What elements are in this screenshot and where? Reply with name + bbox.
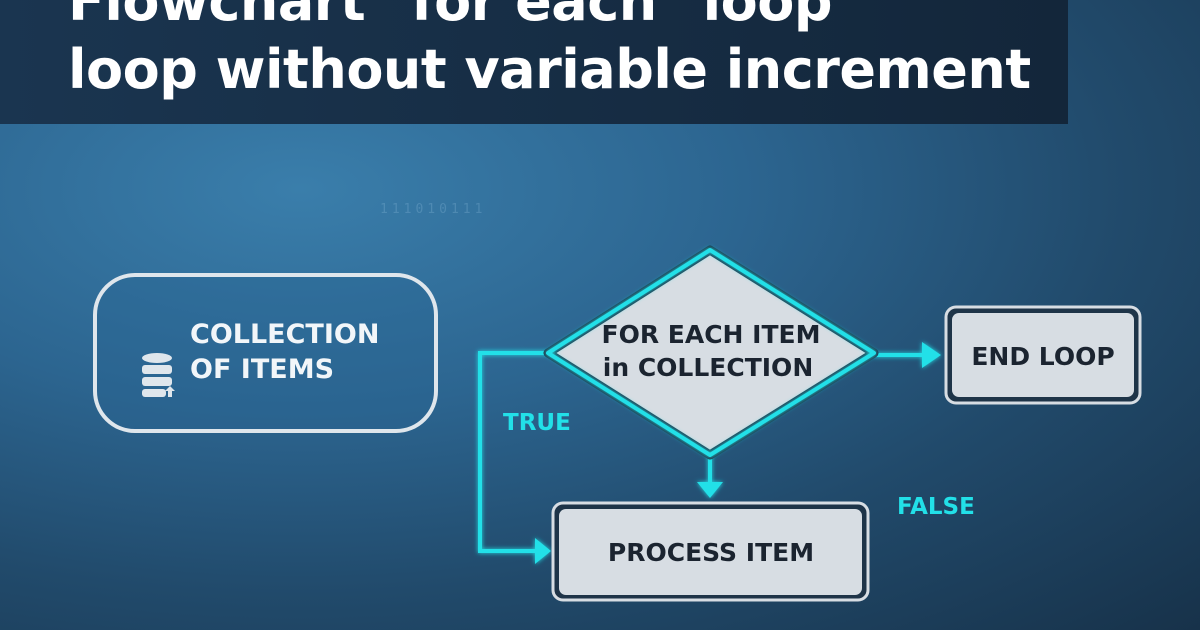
- end-loop-label: END LOOP: [971, 342, 1114, 371]
- decision-node: FOR EACH ITEM in COLLECTION: [543, 245, 879, 460]
- true-branch-line: [478, 351, 548, 553]
- background-binary: 111010111: [380, 202, 487, 217]
- exit-arrowhead-icon: [922, 342, 941, 368]
- title-line-2: loop without variable increment: [68, 38, 1031, 101]
- down-arrowhead-icon: [697, 482, 723, 498]
- title-banner: Flowchart "for each" loop loop without v…: [0, 0, 1068, 124]
- collection-label-line-1: COLLECTION: [190, 319, 379, 350]
- end-loop-node: END LOOP: [944, 305, 1142, 405]
- collection-node: COLLECTION OF ITEMS: [93, 273, 438, 433]
- title-line-1: Flowchart "for each" loop: [68, 0, 833, 33]
- connectors: [478, 351, 925, 553]
- process-item-label: PROCESS ITEM: [608, 538, 814, 567]
- true-label: TRUE: [503, 410, 571, 436]
- false-label: FALSE: [897, 494, 975, 520]
- decision-label-line-2: in COLLECTION: [603, 353, 814, 382]
- decision-label-line-1: FOR EACH ITEM: [602, 320, 821, 349]
- process-item-node: PROCESS ITEM: [551, 501, 870, 602]
- database-icon: [142, 353, 175, 397]
- collection-label-line-2: OF ITEMS: [190, 354, 334, 385]
- true-arrowhead-icon: [535, 538, 551, 564]
